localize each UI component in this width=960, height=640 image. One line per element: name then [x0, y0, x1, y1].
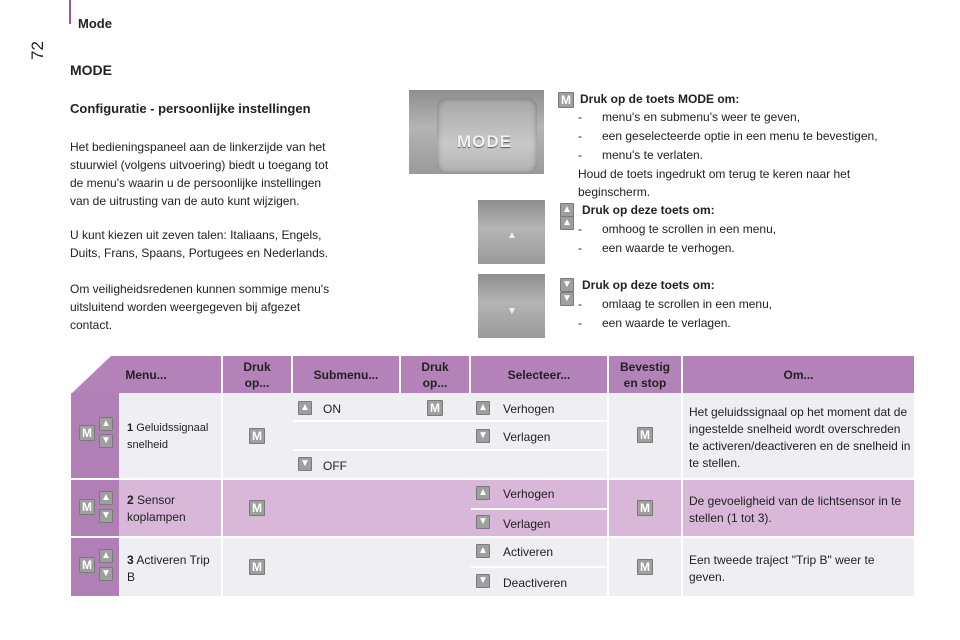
row-1-bg	[71, 393, 914, 478]
down-key-icon: ▼	[476, 574, 490, 588]
up-desc-item: -omhoog te scrollen in een menu,	[578, 222, 777, 236]
header-title: Mode	[78, 16, 112, 31]
down-key-icon: ▼	[99, 567, 113, 581]
down-key-icon: ▼	[476, 515, 490, 529]
down-key-icon: ▼	[298, 457, 312, 471]
up-key-icon: ▲	[560, 203, 574, 217]
down-key-icon: ▼	[560, 278, 574, 292]
up-key-icon: ▲	[298, 401, 312, 415]
m-key-icon: M	[637, 500, 653, 516]
up-desc-heading: Druk op deze toets om:	[582, 203, 715, 217]
mode-key-image	[437, 98, 537, 174]
paragraph-intro: Het bedieningspaneel aan de linkerzijde …	[70, 140, 329, 208]
m-key-icon: M	[79, 499, 95, 515]
paragraph-safety: Om veiligheidsredenen kunnen sommige men…	[70, 282, 330, 332]
sub-title: Configuratie - persoonlijke instellingen	[70, 101, 311, 116]
down-desc-item: -een waarde te verlagen.	[578, 316, 731, 330]
down-key-icon: ▼	[560, 292, 574, 306]
down-key-icon: ▼	[99, 509, 113, 523]
m-key-icon: M	[79, 557, 95, 573]
row-1-purpose: Het geluidssignaal op het moment dat de …	[689, 405, 911, 470]
row-2-purpose: De gevoeligheid van de lichtsensor in te…	[689, 494, 902, 525]
m-key-icon: M	[427, 400, 443, 416]
section-title: MODE	[70, 62, 112, 78]
row-1-sub-off: OFF	[323, 459, 347, 473]
row-1-sub-on: ON	[323, 402, 341, 416]
row-1-sel-1: Verhogen	[503, 402, 555, 416]
edge-marker	[69, 0, 71, 24]
up-arrow-icon: ▲	[507, 230, 517, 241]
m-key-icon: M	[558, 92, 574, 108]
header-purpose: Om...	[683, 356, 914, 394]
down-button-photo: ▼	[478, 274, 545, 338]
m-key-icon: M	[249, 428, 265, 444]
mode-desc-heading: Druk op de toets MODE om:	[580, 92, 740, 106]
row-2-divider	[471, 508, 607, 510]
m-key-icon: M	[249, 559, 265, 575]
down-key-icon: ▼	[476, 429, 490, 443]
up-desc-item: -een waarde te verhogen.	[578, 241, 735, 255]
header-select: Selecteer...	[471, 356, 607, 394]
col-divider	[607, 393, 609, 596]
row-1-sel-2: Verlagen	[503, 430, 551, 444]
mode-button-photo: MODE	[409, 90, 544, 174]
up-key-icon: ▲	[560, 216, 574, 230]
up-key-icon: ▲	[476, 544, 490, 558]
row-3-divider	[471, 566, 607, 568]
down-arrow-icon: ▼	[507, 306, 517, 317]
up-key-icon: ▲	[476, 486, 490, 500]
row-3-sel-1: Activeren	[503, 545, 554, 559]
row-1-divider	[293, 420, 607, 422]
mode-desc-item: -menu's en submenu's weer te geven,	[578, 110, 801, 124]
header-press: Druk op...	[223, 356, 291, 394]
row-2-menu: 2 Sensor koplampen	[127, 493, 186, 524]
mode-desc-note: Houd de toets ingedrukt om terug te kere…	[578, 167, 851, 199]
down-key-icon: ▼	[99, 434, 113, 448]
row-1-menu: 1 Geluidssignaal snelheid	[127, 422, 209, 451]
mode-desc-item: -menu's te verlaten.	[578, 148, 704, 162]
down-desc-heading: Druk op deze toets om:	[582, 278, 715, 292]
row-2-sel-2: Verlagen	[503, 517, 551, 531]
col-divider	[681, 393, 683, 596]
row-1-divider	[293, 449, 607, 451]
up-button-photo: ▲	[478, 200, 545, 264]
mode-key-label: MODE	[457, 132, 512, 151]
m-key-icon: M	[79, 425, 95, 441]
up-key-icon: ▲	[99, 549, 113, 563]
down-desc-item: -omlaag te scrollen in een menu,	[578, 297, 773, 311]
up-key-icon: ▲	[476, 401, 490, 415]
up-key-icon: ▲	[99, 417, 113, 431]
m-key-icon: M	[249, 500, 265, 516]
row-3-sel-2: Deactiveren	[503, 576, 568, 590]
m-key-icon: M	[637, 559, 653, 575]
paragraph-languages: U kunt kiezen uit zeven talen: Italiaans…	[70, 228, 329, 260]
row-3-purpose: Een tweede traject "Trip B" weer te geve…	[689, 553, 875, 584]
up-key-icon: ▲	[99, 491, 113, 505]
row-3-menu: 3 Activeren Trip B	[127, 553, 210, 584]
mode-desc-item: -een geselecteerde optie in een menu te …	[578, 129, 878, 143]
header-press-2: Druk op...	[401, 356, 469, 394]
header-menu: Menu...	[71, 356, 221, 394]
col-divider	[221, 393, 223, 596]
page-number: 72	[28, 41, 47, 60]
header-confirm: Bevestig en stop	[609, 356, 681, 394]
m-key-icon: M	[637, 427, 653, 443]
header-submenu: Submenu...	[293, 356, 399, 394]
row-2-sel-1: Verhogen	[503, 487, 555, 501]
